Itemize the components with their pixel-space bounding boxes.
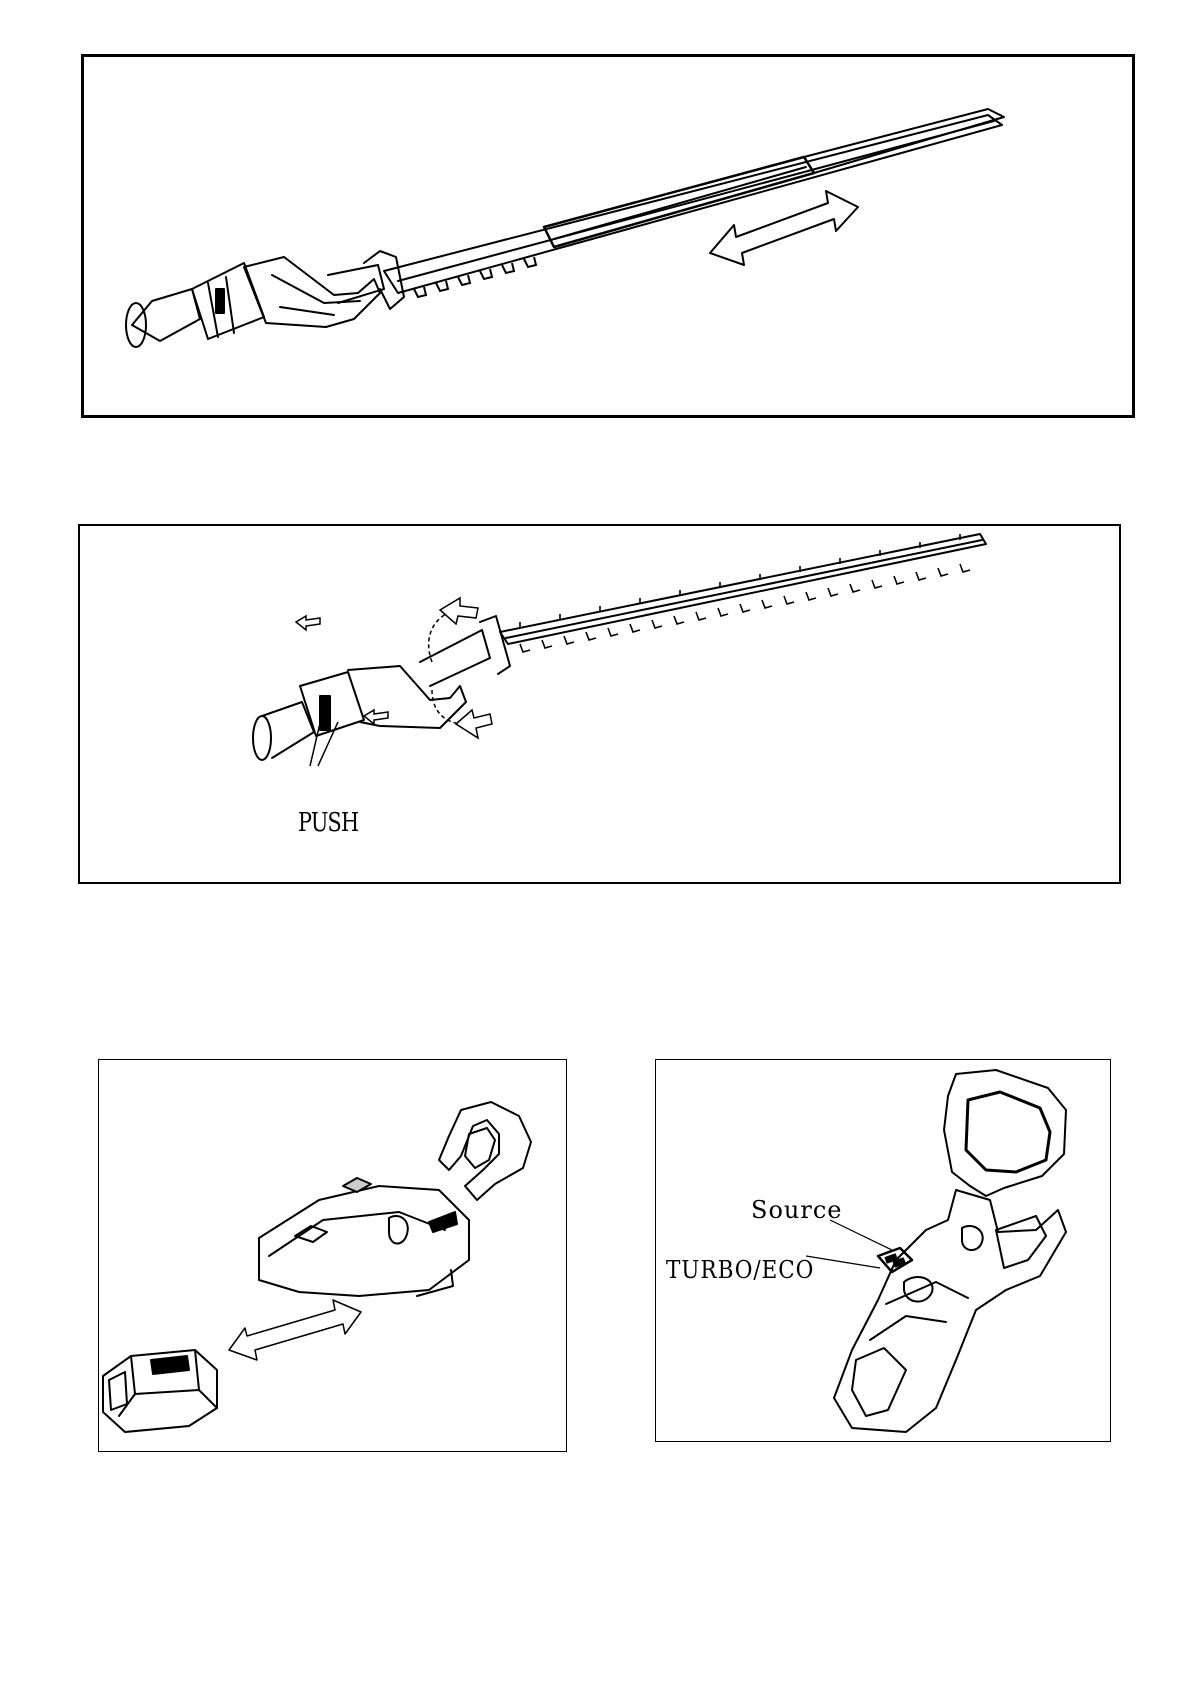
- source-button-label: Source: [751, 1196, 842, 1224]
- double-arrow-icon: [710, 191, 858, 265]
- double-arrow-icon: [229, 1300, 361, 1360]
- figure-control-buttons: Source TURBO/ECO: [655, 1059, 1111, 1442]
- figure-blade-guard: [81, 54, 1135, 418]
- figure-battery-insert: [98, 1059, 567, 1452]
- power-head-controls-illustration: [656, 1060, 1112, 1443]
- hedge-trimmer-attachment-illustration: [84, 57, 1138, 421]
- push-label: PUSH: [298, 808, 358, 838]
- turbo-eco-button-label: TURBO/ECO: [666, 1256, 814, 1284]
- battery-power-head-illustration: [99, 1060, 568, 1453]
- attachment-coupling-illustration: [80, 526, 1123, 886]
- figure-blade-attach: PUSH: [78, 524, 1121, 884]
